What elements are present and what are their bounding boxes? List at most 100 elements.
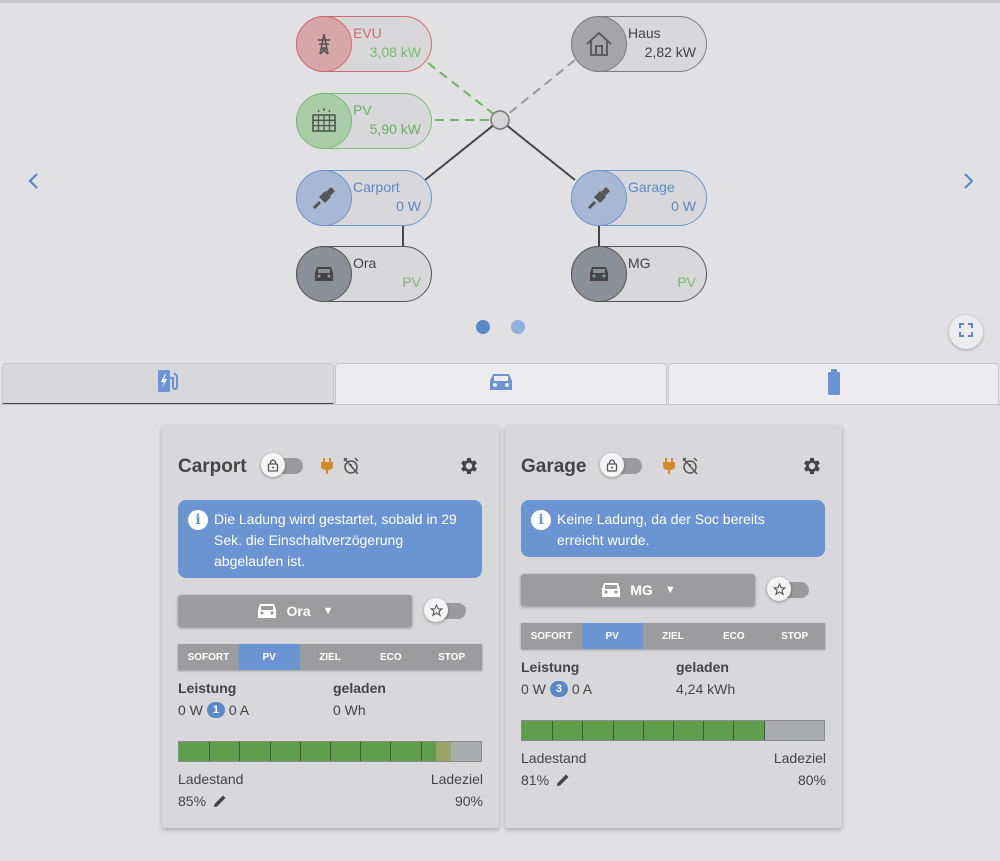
- lock-icon: [261, 453, 285, 477]
- leistung-label: Leistung: [521, 659, 580, 675]
- soc-bar-tick: [299, 742, 301, 761]
- fullscreen-button[interactable]: [949, 315, 983, 349]
- ladestand-value: 85%: [178, 793, 207, 809]
- info-message: i Keine Ladung, da der Soc bereits errei…: [521, 500, 825, 557]
- lock-icon: [600, 453, 624, 477]
- tab-vehicles[interactable]: [335, 363, 667, 405]
- geladen-value: 4,24 kWh: [676, 681, 736, 697]
- soc-bar-tick: [673, 721, 674, 740]
- soc-bar-tick: [733, 721, 735, 740]
- mode-sofort[interactable]: SOFORT: [530, 630, 573, 642]
- soc-bar-tick: [360, 742, 362, 761]
- tab-bar: [0, 363, 1000, 405]
- plug-connected-icon: [320, 457, 334, 475]
- mode-ziel[interactable]: ZIEL: [319, 651, 341, 663]
- mode-stop[interactable]: STOP: [781, 630, 809, 642]
- car-icon: [600, 581, 622, 599]
- card-title: Carport: [178, 456, 247, 477]
- info-icon: i: [531, 510, 551, 530]
- chargepoint-card-garage: Garage i Keine Ladung, da der Soc bereit…: [505, 425, 842, 828]
- current-a: 0 A: [228, 702, 250, 718]
- tab-battery[interactable]: [668, 363, 999, 405]
- soc-bar-tick: [763, 721, 765, 740]
- mode-ziel[interactable]: ZIEL: [662, 630, 684, 642]
- evu-node: EVU 3,08 kW: [295, 15, 432, 72]
- plug-icon: [570, 169, 627, 226]
- current-a: 0 A: [571, 681, 593, 697]
- ora-node: Ora PV: [295, 245, 432, 302]
- flow-lines: [402, 59, 600, 248]
- energy-flow-diagram: EVU 3,08 kW PV 5,90 kW Haus 2,82 kW Carp…: [0, 3, 1000, 358]
- info-text: Keine Ladung, da der Soc bereits erreich…: [557, 511, 765, 548]
- tab-divider: [0, 404, 1000, 405]
- ladeziel-value: 90%: [454, 793, 483, 809]
- pv-value: 5,90 kW: [369, 121, 421, 137]
- charge-mode-selector: SOFORT PV ZIEL ECO STOP: [178, 644, 482, 670]
- card-title: Garage: [521, 456, 587, 477]
- info-message: i Die Ladung wird gestartet, sobald in 2…: [178, 500, 482, 578]
- fullscreen-icon: [958, 322, 974, 343]
- pv-node: PV 5,90 kW: [295, 92, 432, 149]
- star-icon: [767, 577, 791, 601]
- vehicle-select-button[interactable]: MG ▼: [521, 574, 755, 606]
- soc-fill: [179, 742, 436, 761]
- garage-label: Garage: [628, 179, 675, 195]
- info-text: Die Ladung wird gestartet, sobald in 29 …: [214, 511, 457, 569]
- mode-pv[interactable]: PV: [238, 644, 300, 670]
- soc-bar-tick: [552, 721, 554, 740]
- soc-bar-tick: [390, 742, 392, 761]
- mode-eco[interactable]: ECO: [722, 630, 745, 642]
- ora-label: Ora: [353, 255, 377, 271]
- edit-pencil-icon[interactable]: [212, 793, 228, 809]
- carport-node: Carport 0 W: [295, 169, 432, 226]
- plug-connected-icon: [662, 457, 676, 475]
- tab-chargepoints[interactable]: [2, 363, 334, 405]
- geladen-label: geladen: [333, 680, 386, 696]
- vehicle-select-button[interactable]: Ora ▼: [178, 595, 412, 627]
- caret-down-icon: ▼: [664, 584, 676, 596]
- mode-eco[interactable]: ECO: [379, 651, 402, 663]
- gear-icon[interactable]: [801, 455, 823, 477]
- car-icon: [295, 245, 352, 302]
- gear-icon[interactable]: [458, 455, 480, 477]
- mode-stop[interactable]: STOP: [438, 651, 466, 663]
- haus-node: Haus 2,82 kW: [570, 15, 707, 72]
- alarm-off-icon: [681, 457, 699, 475]
- phase-badge: 1: [206, 702, 225, 718]
- mode-sofort[interactable]: SOFORT: [187, 651, 230, 663]
- soc-target-fill: [435, 742, 451, 761]
- alarm-off-icon: [342, 457, 360, 475]
- power-w: 0 W: [178, 702, 203, 718]
- carport-label: Carport: [353, 179, 400, 195]
- carousel-dot-2[interactable]: [511, 320, 525, 334]
- favorite-toggle[interactable]: [424, 598, 466, 622]
- leistung-label: Leistung: [178, 680, 237, 696]
- car-icon: [256, 602, 278, 620]
- chargepoint-card-carport: Carport i Die Ladung wird gestartet, sob…: [162, 425, 499, 828]
- evu-label: EVU: [353, 25, 382, 41]
- leistung-value: 0 W 3 0 A: [521, 681, 592, 697]
- plug-icon: [295, 169, 352, 226]
- soc-bar-tick: [612, 721, 614, 740]
- chevron-right-icon[interactable]: [953, 166, 983, 196]
- power-w: 0 W: [521, 681, 546, 697]
- ladestand-label: Ladestand: [521, 750, 587, 766]
- leistung-value: 0 W 1 0 A: [178, 702, 249, 718]
- garage-value: 0 W: [671, 198, 696, 214]
- chevron-left-icon[interactable]: [19, 166, 49, 196]
- carousel-dot-1[interactable]: [476, 320, 490, 334]
- vehicle-name: Ora: [286, 603, 311, 619]
- mode-pv[interactable]: PV: [581, 623, 643, 649]
- favorite-toggle[interactable]: [767, 577, 809, 601]
- star-icon: [424, 598, 448, 622]
- battery-icon: [826, 368, 842, 401]
- solar-panel-icon: [295, 92, 352, 149]
- carport-value: 0 W: [396, 198, 421, 214]
- lock-toggle[interactable]: [261, 453, 303, 477]
- lock-toggle[interactable]: [600, 453, 642, 477]
- evu-value: 3,08 kW: [369, 44, 421, 60]
- edit-pencil-icon[interactable]: [555, 772, 571, 788]
- mg-label: MG: [628, 255, 651, 271]
- geladen-label: geladen: [676, 659, 729, 675]
- top-border: [0, 0, 1000, 3]
